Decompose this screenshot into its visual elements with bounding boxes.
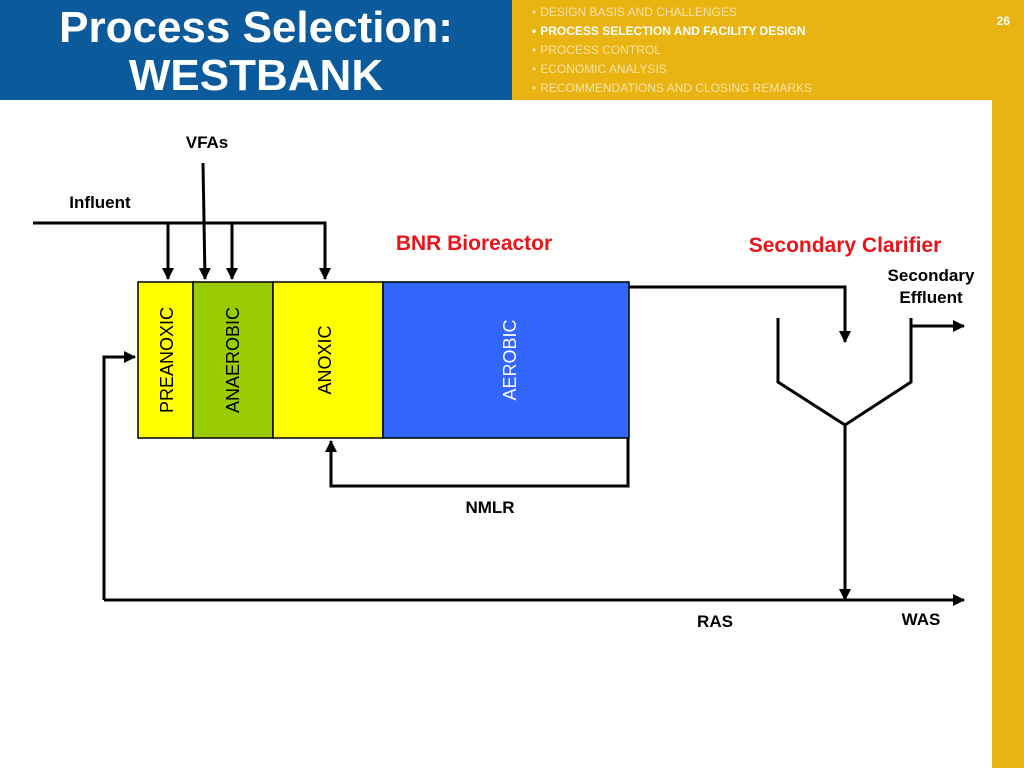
secondary-effluent-label-line1: Secondary [888, 266, 975, 285]
agenda-item-label: DESIGN BASIS AND CHALLENGES [540, 5, 737, 19]
slide-title-line2: WESTBANK [128, 51, 384, 100]
influent-main-line [33, 221, 331, 280]
slide-title-line1: Process Selection: [59, 3, 453, 52]
agenda-item-label: PROCESS SELECTION AND FACILITY DESIGN [540, 24, 806, 38]
secondary-effluent-label-line2: Effluent [899, 288, 963, 307]
agenda-item-design-basis[interactable]: •DESIGN BASIS AND CHALLENGES [532, 3, 812, 22]
agenda-panel: •DESIGN BASIS AND CHALLENGES •PROCESS SE… [512, 0, 1024, 100]
agenda-item-label: RECOMMENDATIONS AND CLOSING REMARKS [540, 81, 813, 95]
agenda-list: •DESIGN BASIS AND CHALLENGES •PROCESS SE… [532, 3, 812, 98]
zone-label-anaerobic: ANAEROBIC [223, 307, 243, 413]
zone-label-anoxic: ANOXIC [315, 325, 335, 394]
zone-label-preanoxic: PREANOXIC [157, 307, 177, 413]
process-flow-diagram: PREANOXIC ANAEROBIC ANOXIC AEROBIC VFAs … [33, 133, 975, 631]
right-accent-bar [992, 100, 1024, 768]
vfas-label: VFAs [186, 133, 229, 152]
bioreactor: PREANOXIC ANAEROBIC ANOXIC AEROBIC [137, 281, 630, 439]
agenda-item-recommendations[interactable]: •RECOMMENDATIONS AND CLOSING REMARKS [532, 79, 812, 98]
agenda-item-label: PROCESS CONTROL [540, 43, 661, 57]
slide-number: 26 [996, 14, 1010, 28]
agenda-item-process-selection[interactable]: •PROCESS SELECTION AND FACILITY DESIGN [532, 22, 812, 41]
bnr-bioreactor-heading: BNR Bioreactor [396, 232, 552, 255]
was-label: WAS [902, 610, 941, 629]
influent-lines [33, 162, 331, 280]
agenda-item-process-control[interactable]: •PROCESS CONTROL [532, 41, 812, 60]
bullet-icon: • [532, 43, 537, 57]
title-panel: Process Selection: WESTBANK [0, 0, 512, 100]
mixed-liquor-to-clarifier-line [629, 285, 851, 343]
secondary-clarifier-heading: Secondary Clarifier [749, 234, 942, 257]
influent-label: Influent [69, 193, 131, 212]
vfa-feed-line [198, 162, 211, 280]
bullet-icon: • [532, 81, 537, 95]
bullet-icon: • [532, 62, 537, 76]
zone-preanoxic [137, 281, 194, 439]
agenda-item-label: ECONOMIC ANALYSIS [540, 62, 667, 76]
zone-label-aerobic: AEROBIC [500, 319, 520, 400]
bullet-icon: • [532, 24, 537, 38]
ras-return-line [102, 351, 136, 600]
bullet-icon: • [532, 5, 537, 19]
nmlr-label: NMLR [465, 498, 514, 517]
nmlr-recycle-line [325, 438, 630, 488]
ras-label: RAS [697, 612, 733, 631]
zone-aerobic [382, 281, 630, 439]
agenda-item-economic-analysis[interactable]: •ECONOMIC ANALYSIS [532, 60, 812, 79]
